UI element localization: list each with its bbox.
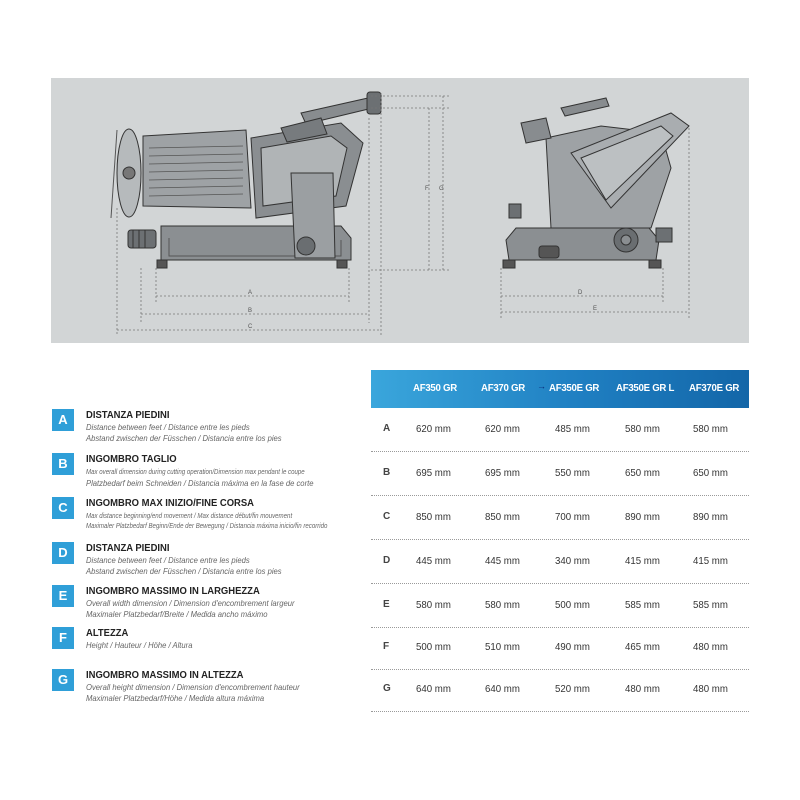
legend-title: INGOMBRO MASSIMO IN LARGHEZZA xyxy=(86,585,260,597)
table-cell: 445 mm xyxy=(416,555,451,567)
row-letter: E xyxy=(383,599,390,610)
table-row: C 850 mm 850 mm 700 mm 890 mm 890 mm xyxy=(371,496,749,540)
row-letter: B xyxy=(383,467,391,478)
legend-letter-box: A xyxy=(52,409,74,431)
dim-label-a: A xyxy=(248,290,252,296)
table-cell: 550 mm xyxy=(555,467,590,479)
legend-line: Height / Hauteur / Höhe / Altura xyxy=(86,640,193,650)
dim-label-f: F xyxy=(425,186,429,192)
table-cell: 580 mm xyxy=(625,423,660,435)
legend-title: INGOMBRO MAX INIZIO/FINE CORSA xyxy=(86,497,255,509)
legend-title: ALTEZZA xyxy=(86,627,129,639)
table-cell: 640 mm xyxy=(485,683,520,695)
table-cell: 415 mm xyxy=(693,555,728,567)
table-cell: 480 mm xyxy=(693,683,728,695)
table-row: G 640 mm 640 mm 520 mm 480 mm 480 mm xyxy=(371,668,749,712)
slicer-drawing: A B C F G xyxy=(110,91,690,336)
legend-line: Maximaler Platzbedarf/Breite / Medida an… xyxy=(86,609,268,619)
side-dimension-lines xyxy=(500,128,690,318)
table-row: B 695 mm 695 mm 550 mm 650 mm 650 mm xyxy=(371,452,749,496)
table-cell: 850 mm xyxy=(416,511,451,523)
technical-drawing-panel: A B C F G xyxy=(51,78,749,343)
table-cell: 700 mm xyxy=(555,511,590,523)
legend-letter-box: F xyxy=(52,627,74,649)
table-cell: 580 mm xyxy=(485,599,520,611)
table-cell: 620 mm xyxy=(416,423,451,435)
table-cell: 520 mm xyxy=(555,683,590,695)
legend-title: DISTANZA PIEDINI xyxy=(86,409,170,421)
arrow-icon: → xyxy=(537,381,546,391)
legend-line: Maximaler Platzbedarf Beginn/Ende der Be… xyxy=(86,521,328,530)
table-cell: 510 mm xyxy=(485,641,520,653)
table-cell: 695 mm xyxy=(416,467,451,479)
legend-title: DISTANZA PIEDINI xyxy=(86,542,170,554)
legend-line: Distance between feet / Distance entre l… xyxy=(86,555,250,565)
dim-label-b: B xyxy=(248,308,252,314)
legend-line: Distance between feet / Distance entre l… xyxy=(86,422,250,432)
table-cell: 585 mm xyxy=(625,599,660,611)
legend-line: Platzbedarf beim Schneiden / Distancia m… xyxy=(86,478,314,488)
col-header-af350gr: AF350 GR xyxy=(413,382,457,394)
side-view-slicer xyxy=(502,97,690,269)
legend-line: Max overall dimension during cutting ope… xyxy=(86,467,305,476)
table-cell: 490 mm xyxy=(555,641,590,653)
table-cell: 485 mm xyxy=(555,423,590,435)
table-cell: 340 mm xyxy=(555,555,590,567)
table-cell: 640 mm xyxy=(416,683,451,695)
legend-line: Max distance beginning/end movement / Ma… xyxy=(86,511,293,520)
table-cell: 650 mm xyxy=(625,467,660,479)
dim-label-e: E xyxy=(593,306,597,312)
table-cell: 850 mm xyxy=(485,511,520,523)
front-view-slicer xyxy=(110,91,382,269)
table-cell: 585 mm xyxy=(693,599,728,611)
table-cell: 500 mm xyxy=(555,599,590,611)
table-cell: 480 mm xyxy=(625,683,660,695)
dim-label-c: C xyxy=(248,324,253,330)
row-letter: G xyxy=(383,683,391,694)
row-letter: A xyxy=(383,423,391,434)
table-row: F 500 mm 510 mm 490 mm 465 mm 480 mm xyxy=(371,626,749,670)
table-cell: 890 mm xyxy=(625,511,660,523)
col-header-af350egr: AF350E GR xyxy=(549,382,600,394)
col-header-af350egrl: AF350E GR L xyxy=(616,382,675,394)
row-letter: D xyxy=(383,555,391,566)
col-header-af370egr: AF370E GR xyxy=(689,382,740,394)
table-row: D 445 mm 445 mm 340 mm 415 mm 415 mm xyxy=(371,540,749,584)
table-cell: 480 mm xyxy=(693,641,728,653)
table-cell: 580 mm xyxy=(693,423,728,435)
table-cell: 890 mm xyxy=(693,511,728,523)
col-header-af370gr: AF370 GR xyxy=(481,382,525,394)
front-dimension-lines xyxy=(116,93,451,336)
legend-letter-box: C xyxy=(52,497,74,519)
legend-line: Abstand zwischen der Füsschen / Distanci… xyxy=(86,566,282,576)
row-letter: F xyxy=(383,641,390,652)
dim-label-g: G xyxy=(439,186,444,192)
table-cell: 465 mm xyxy=(625,641,660,653)
table-cell: 500 mm xyxy=(416,641,451,653)
legend-title: INGOMBRO MASSIMO IN ALTEZZA xyxy=(86,669,244,681)
legend-letter-box: E xyxy=(52,585,74,607)
table-cell: 620 mm xyxy=(485,423,520,435)
table-cell: 415 mm xyxy=(625,555,660,567)
legend-letter-box: G xyxy=(52,669,74,691)
table-cell: 650 mm xyxy=(693,467,728,479)
row-letter: C xyxy=(383,511,391,522)
legend-title: INGOMBRO TAGLIO xyxy=(86,453,177,465)
legend-letter-box: B xyxy=(52,453,74,475)
table-row: E 580 mm 580 mm 500 mm 585 mm 585 mm xyxy=(371,584,749,628)
legend-line: Maximaler Platzbedarf/Höhe / Medida altu… xyxy=(86,693,265,703)
legend-line: Abstand zwischen der Füsschen / Distanci… xyxy=(86,433,282,443)
legend-letter-box: D xyxy=(52,542,74,564)
dim-label-d: D xyxy=(578,290,583,296)
table-row: A 620 mm 620 mm 485 mm 580 mm 580 mm xyxy=(371,408,749,452)
table-cell: 580 mm xyxy=(416,599,451,611)
table-cell: 445 mm xyxy=(485,555,520,567)
legend-line: Overall width dimension / Dimension d'en… xyxy=(86,598,295,608)
legend-line: Overall height dimension / Dimension d'e… xyxy=(86,682,300,692)
table-header: AF350 GR AF370 GR → AF350E GR AF350E GR … xyxy=(371,370,749,408)
table-cell: 695 mm xyxy=(485,467,520,479)
